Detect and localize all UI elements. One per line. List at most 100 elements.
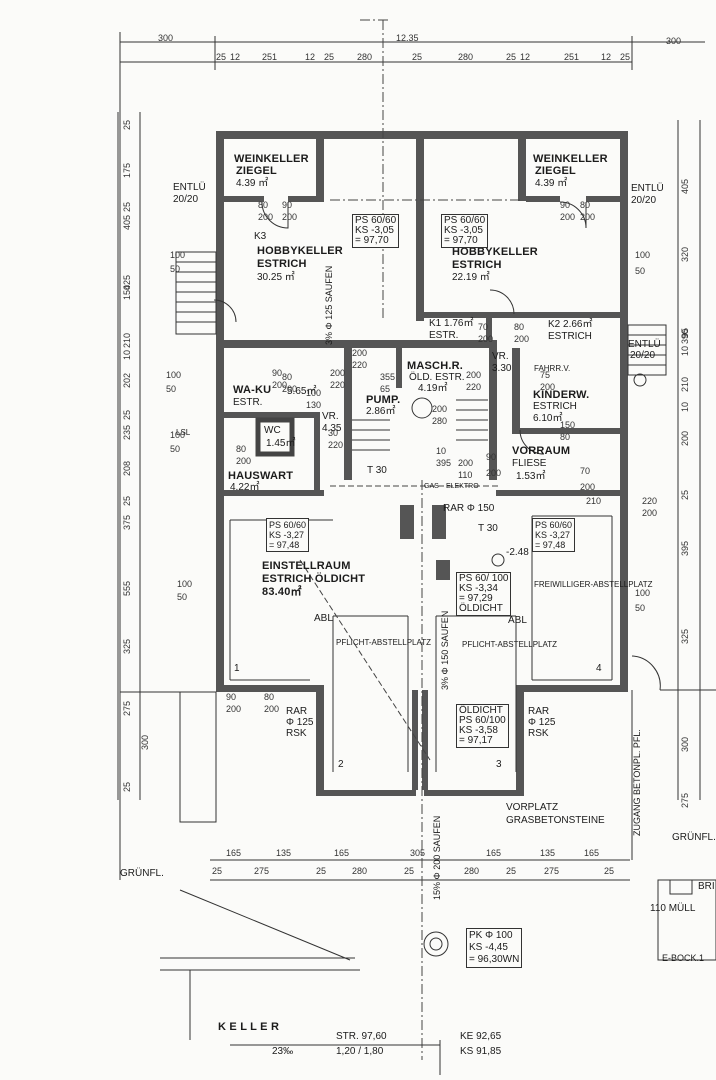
toprow-value: 25 [324, 52, 335, 62]
misc-value: 355 [380, 372, 396, 382]
misc-value: 200 [432, 404, 448, 414]
pk-line3: = 96,30WN [469, 954, 520, 965]
leftcol-value: 202 [122, 372, 132, 388]
room-area-wc: 1.45㎡ [266, 438, 296, 449]
rightcol-value: 275 [680, 792, 690, 808]
room-name-hobby-left: HOBBYKELLER [257, 245, 343, 257]
toprow-value: 25 [412, 52, 423, 62]
t30-b: T 30 [478, 523, 498, 534]
misc-value: 220 [466, 382, 482, 392]
misc-value: 220 [330, 380, 346, 390]
room-sub-vorraum: FLIESE [512, 458, 547, 469]
rar-right: RAR Φ 125 RSK [528, 706, 555, 739]
room-sub-waku: ESTR. [233, 397, 263, 408]
misc-value: 200 [282, 212, 298, 222]
misc-value: 100 [170, 430, 186, 440]
misc-value: 395 [436, 458, 452, 468]
room-sub-hobby-right: ESTRICH [452, 259, 502, 271]
misc-value: 200 [642, 508, 658, 518]
ps2-line2: KS -3,05 [444, 225, 483, 236]
rightcol-value: 300 [680, 736, 690, 752]
ps-box-2: PS 60/60 KS -3,05 = 97,70 [441, 214, 489, 248]
rar-left-2: Φ 125 [286, 717, 314, 728]
toprow-value: 280 [458, 52, 474, 62]
ramp-mid: 3% Φ 150 SAUFEN [440, 610, 450, 690]
leftcol-value: 175 [122, 162, 132, 178]
misc-value: 200 [514, 334, 530, 344]
bottomrow2-value: 25 [604, 866, 615, 876]
misc-value: 50 [170, 444, 181, 454]
bottomrow2-value: 275 [544, 866, 560, 876]
keller-title: K E L L E R [218, 1021, 280, 1033]
rightcol-value: 395 [680, 540, 690, 556]
misc-value: 100 [170, 250, 186, 260]
room-area-vr-left: 4.35 [322, 423, 342, 434]
rar-left: RAR Φ 125 RSK [286, 706, 313, 739]
misc-value: 280 [432, 416, 448, 426]
misc-value: 200 [272, 380, 288, 390]
ps1-line3: = 97,70 [355, 235, 389, 246]
misc-value: 200 [478, 334, 494, 344]
ps1-line1: PS 60/60 [355, 215, 397, 226]
ps-box-5: PS 60/ 100 KS -3,34 = 97,29 ÖLDICHT [456, 572, 512, 616]
room-name-hobby-right: HOBBYKELLER [452, 246, 538, 258]
misc-value: 200 [264, 704, 280, 714]
bottomrow1-value: 135 [276, 848, 292, 858]
misc-value: 90 [226, 692, 237, 702]
room-sub-weinkeller-right: ZIEGEL [535, 165, 576, 177]
leftcol-value: 208 [122, 460, 132, 476]
room-area-weinkeller-left: 4.39 ㎡ [236, 178, 269, 189]
bottomrow2-value: 25 [506, 866, 517, 876]
ps5-line3: = 97,29 [459, 593, 493, 604]
ps3-line2: KS -3,27 [269, 530, 305, 540]
misc-value: 90 [272, 368, 283, 378]
entlu-right: ENTLÜ [631, 183, 664, 194]
leftcol-value: 150 [122, 284, 132, 300]
misc-value: 80 [580, 200, 591, 210]
room-name-maschr: MASCH.R. [407, 360, 463, 372]
bottomrow1-value: 165 [334, 848, 350, 858]
room-area-vr-right: 3.30 [492, 363, 512, 374]
toprow-value: 12 [601, 52, 612, 62]
rar-left-3: RSK [286, 728, 307, 739]
room-name-weinkeller-right: WEINKELLER [533, 153, 608, 165]
room-area-kinderw: 6.10㎡ [533, 413, 563, 424]
bottomrow2-value: 25 [316, 866, 327, 876]
t30-a: T 30 [367, 465, 387, 476]
fahrr-label: FAHRR.V. [534, 364, 571, 373]
pk-line2: KS -4,45 [469, 942, 508, 953]
misc-value: 90 [282, 200, 293, 210]
rar-right-1: RAR [528, 706, 550, 717]
room-area-pump: 2.86㎡ [366, 406, 396, 417]
ps3-line3: = 97,48 [269, 540, 300, 550]
room-name-weinkeller-left: WEINKELLER [234, 153, 309, 165]
room-name-waku: WA-KU [233, 384, 272, 396]
toprow-value: 251 [262, 52, 278, 62]
k3-label: K3 [254, 231, 267, 242]
vorplatz: VORPLATZ [506, 802, 559, 813]
toprow-value: 251 [564, 52, 580, 62]
misc-value: 200 [258, 212, 274, 222]
entlu-right-2: ENTLÜ [628, 339, 661, 350]
ps6-line1: ÖLDICHT [459, 705, 503, 716]
misc-value: 100 [635, 250, 651, 260]
room-sub-maschr: ÖLD. ESTR. [409, 372, 465, 383]
misc-value: 200 [458, 458, 474, 468]
ps-box-4: PS 60/60 KS -3,27 = 97,48 [532, 518, 576, 552]
toprow-value: 12 [305, 52, 316, 62]
zugang: ZUGANG BETONPL. PFL. [632, 729, 642, 836]
room-name-hauswart: HAUSWART [228, 470, 294, 482]
slope-label: 23‰ [272, 1046, 294, 1057]
misc-value: 220 [328, 440, 344, 450]
misc-value: 80 [264, 692, 275, 702]
leftcol-value: 25 [122, 201, 132, 212]
entlu-right-2-size: 20/20 [630, 350, 656, 361]
room-name-k1: K1 1.76㎡ [429, 318, 474, 329]
misc-value: 75 [540, 370, 551, 380]
misc-value: 200 [236, 456, 252, 466]
toprow-value: 12 [230, 52, 241, 62]
room-sub-einstell: ESTRICH ÖLDICHT [262, 573, 366, 585]
room-area-einstell: 83.40㎡ [262, 586, 302, 598]
ks-label: KS 91,85 [460, 1046, 502, 1057]
parking-3: 3 [496, 759, 502, 770]
